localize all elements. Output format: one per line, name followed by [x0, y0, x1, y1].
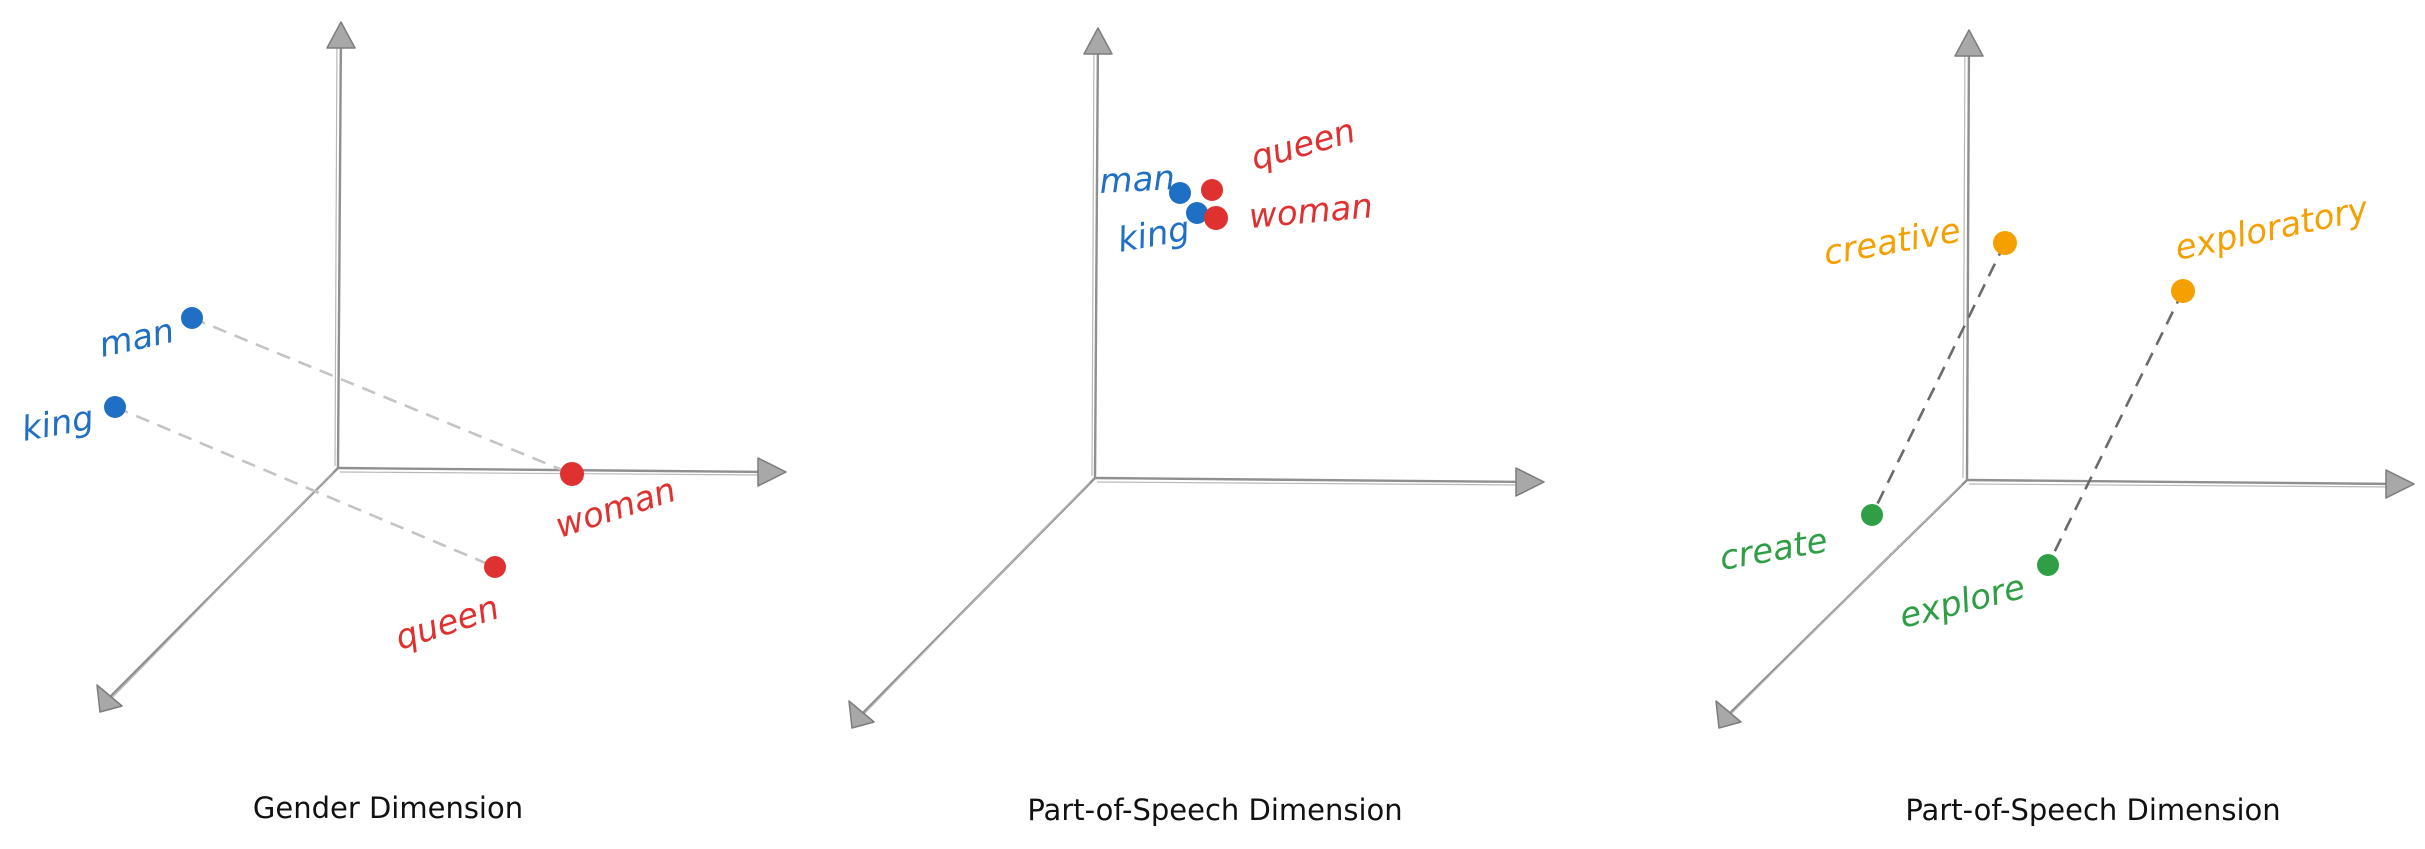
label-king: king [19, 398, 97, 450]
x-axis [1093, 476, 1530, 484]
dash-creative-create [1870, 242, 2007, 516]
caption: Part-of-Speech Dimension [1905, 793, 2280, 827]
point-man [1169, 182, 1191, 204]
y-axis [336, 26, 343, 470]
point-queen [484, 556, 506, 578]
y-axis-arrowhead [326, 21, 356, 49]
z-axis-arrowhead [96, 684, 123, 713]
point-man [181, 307, 203, 329]
label-creative: creative [1821, 210, 1964, 273]
x-axis-arrowhead [1515, 467, 1545, 497]
caption: Gender Dimension [253, 791, 523, 825]
point-creative [1993, 231, 2017, 255]
x-axis-arrowhead [2385, 469, 2415, 499]
point-king [104, 396, 126, 418]
label-woman: woman [1247, 186, 1374, 237]
x-axis [1965, 478, 2400, 486]
label-king: king [1115, 209, 1193, 261]
point-explore [2037, 554, 2059, 576]
x-axis [336, 466, 772, 474]
point-queen [1201, 179, 1223, 201]
z-axis-arrowhead [1715, 700, 1742, 729]
y-axis [1093, 32, 1100, 480]
y-axis [1965, 34, 1971, 482]
panel-pos-1: man king queen woman Part-of-Speech Dime… [848, 27, 1545, 827]
y-axis-arrowhead [1954, 29, 1984, 57]
caption: Part-of-Speech Dimension [1027, 793, 1402, 827]
z-axis-arrowhead [848, 700, 875, 729]
x-axis-arrowhead [757, 457, 787, 487]
axes-3d [1715, 29, 2415, 729]
point-woman [1204, 206, 1228, 230]
panel-pos-2: creative exploratory create explore Part… [1715, 29, 2415, 827]
label-queen: queen [1246, 111, 1359, 179]
dash-exploratory-explore [2046, 290, 2185, 566]
point-exploratory [2171, 279, 2195, 303]
point-woman [560, 462, 584, 486]
label-explore: explore [1896, 567, 2030, 637]
label-man: man [96, 311, 178, 366]
label-queen: queen [390, 588, 504, 659]
point-create [1861, 504, 1883, 526]
label-exploratory: exploratory [2172, 189, 2373, 269]
axes-3d [848, 27, 1545, 729]
dash-man-woman [191, 316, 573, 476]
label-create: create [1717, 521, 1831, 579]
label-man: man [1098, 158, 1176, 202]
point-king [1186, 202, 1208, 224]
axes-3d [96, 21, 787, 713]
dash-king-queen [114, 405, 496, 569]
y-axis-arrowhead [1083, 27, 1113, 55]
panel-gender: man king woman queen Gender Dimension [19, 21, 787, 825]
